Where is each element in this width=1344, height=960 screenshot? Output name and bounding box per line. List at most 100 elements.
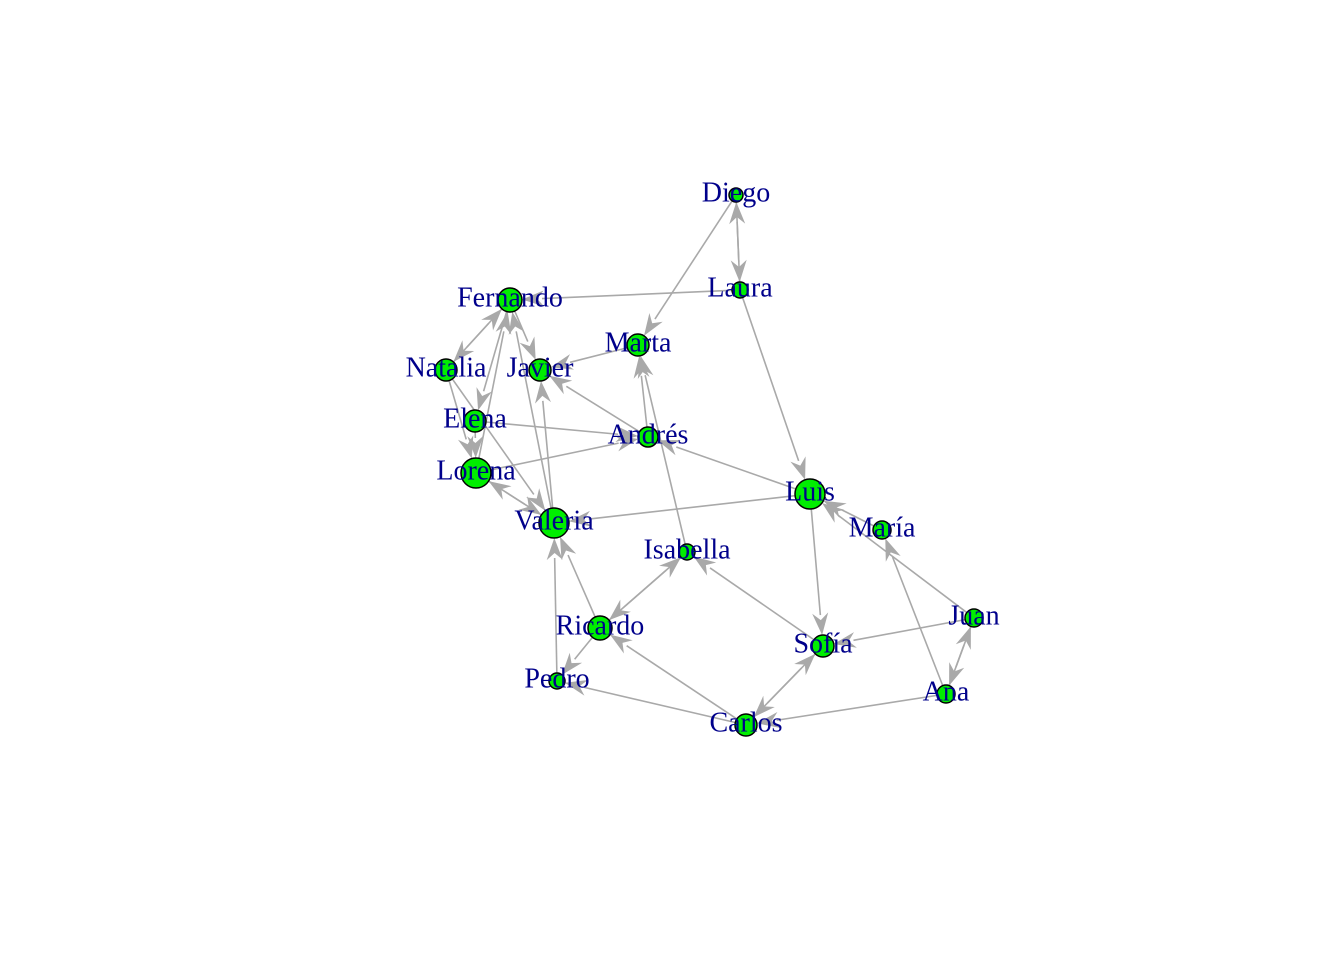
arrowhead-icon	[518, 496, 542, 515]
node-label-ricardo: Ricardo	[556, 610, 645, 641]
edge-line	[515, 331, 552, 509]
arrowhead-icon	[519, 336, 536, 360]
edge-line	[574, 636, 594, 660]
node-diego	[728, 187, 744, 203]
arrowhead-icon	[476, 387, 492, 411]
edge-line	[513, 310, 529, 342]
edge-line	[837, 514, 968, 614]
arrowhead-icon	[615, 435, 639, 452]
edge-line	[741, 297, 800, 462]
node-label-lorena: Lorena	[436, 455, 516, 486]
node-label-javier: Javier	[507, 352, 575, 383]
edge-ricardo-to-valeria	[560, 536, 596, 618]
edge-natalia-to-valeria	[451, 378, 546, 511]
edge-line	[466, 308, 503, 348]
node-label-luis: Luis	[785, 476, 835, 507]
node-label-juan: Juan	[948, 600, 999, 631]
arrowhead-icon	[753, 695, 775, 718]
edge-marta-to-javier	[550, 346, 628, 370]
node-label-elena: Elena	[443, 403, 507, 434]
edge-juan-to-sofia	[833, 618, 966, 648]
edge-ricardo-to-pedro	[562, 636, 594, 675]
arrowhead-icon	[812, 612, 829, 635]
node-label-carlos: Carlos	[709, 707, 782, 738]
node-isabella	[678, 543, 696, 561]
node-elena	[463, 409, 487, 433]
edge-sofia-to-carlos	[753, 653, 816, 718]
edge-line	[626, 645, 738, 720]
edge-pedro-to-valeria	[546, 538, 563, 674]
edge-line	[490, 442, 619, 471]
edge-line	[567, 554, 596, 618]
edge-line	[565, 385, 640, 433]
node-andres	[637, 426, 659, 448]
edge-line	[478, 331, 505, 459]
arrowhead-icon	[833, 632, 857, 648]
node-javier	[528, 358, 552, 382]
edge-laura-to-diego	[729, 202, 746, 283]
arrowhead-icon	[564, 680, 588, 696]
edge-laura-to-luis	[741, 297, 806, 480]
edge-valeria-to-fernando	[508, 311, 552, 509]
arrowhead-icon	[568, 510, 592, 527]
edge-valeria-to-javier	[535, 381, 554, 509]
arrowhead-icon	[495, 311, 512, 335]
node-label-fernando: Fernando	[457, 282, 563, 313]
arrowhead-icon	[657, 440, 681, 456]
arrowhead-icon	[822, 503, 845, 523]
edge-line	[569, 346, 628, 364]
node-label-andres: Andrés	[608, 419, 689, 450]
node-maria	[872, 520, 892, 540]
node-label-ana: Ana	[923, 676, 970, 707]
arrowhead-icon	[467, 435, 484, 458]
node-label-isabella: Isabella	[643, 534, 731, 565]
edge-line	[767, 653, 816, 704]
edge-line	[588, 494, 796, 520]
arrowhead-icon	[526, 488, 546, 511]
nodes-layer	[434, 187, 984, 737]
edge-carlos-to-pedro	[564, 680, 736, 724]
edge-carlos-to-ricardo	[610, 634, 738, 720]
node-ana	[936, 684, 956, 704]
arrowhead-icon	[549, 375, 573, 395]
node-valeria	[538, 507, 570, 539]
edge-line	[608, 569, 667, 621]
arrowhead-icon	[637, 355, 654, 379]
arrowhead-icon	[458, 435, 474, 459]
arrowhead-icon	[644, 313, 663, 336]
arrowhead-icon	[488, 481, 512, 500]
edge-natalia-to-lorena	[448, 380, 474, 459]
node-pedro	[548, 672, 566, 690]
arrowhead-icon	[550, 354, 574, 370]
edge-line	[584, 686, 736, 724]
arrowhead-icon	[885, 538, 901, 562]
node-fernando	[497, 287, 523, 313]
node-ricardo	[587, 615, 613, 641]
arrowhead-icon	[756, 712, 780, 728]
arrowhead-icon	[522, 290, 545, 307]
edge-luis-to-andres	[657, 440, 797, 490]
edge-luis-to-valeria	[568, 494, 796, 527]
node-luis	[794, 478, 826, 510]
edge-line	[776, 694, 938, 722]
node-label-maria: María	[849, 512, 916, 543]
edge-line	[448, 380, 467, 440]
edge-elena-to-lorena	[467, 431, 484, 458]
node-label-marta: Marta	[605, 327, 672, 358]
node-label-pedro: Pedro	[524, 663, 589, 694]
node-lorena	[460, 457, 492, 489]
node-carlos	[734, 713, 758, 737]
edge-line	[810, 508, 822, 616]
edge-line	[840, 508, 875, 527]
arrowhead-icon	[955, 626, 971, 650]
node-label-diego: Diego	[702, 177, 770, 208]
node-marta	[626, 333, 650, 357]
arrowhead-icon	[535, 381, 551, 404]
arrowhead-icon	[790, 456, 806, 480]
edge-fernando-to-natalia	[453, 308, 503, 362]
edge-line	[736, 221, 741, 283]
edge-diego-to-marta	[644, 200, 733, 336]
arrowhead-icon	[659, 557, 681, 578]
edge-laura-to-fernando	[522, 289, 733, 307]
